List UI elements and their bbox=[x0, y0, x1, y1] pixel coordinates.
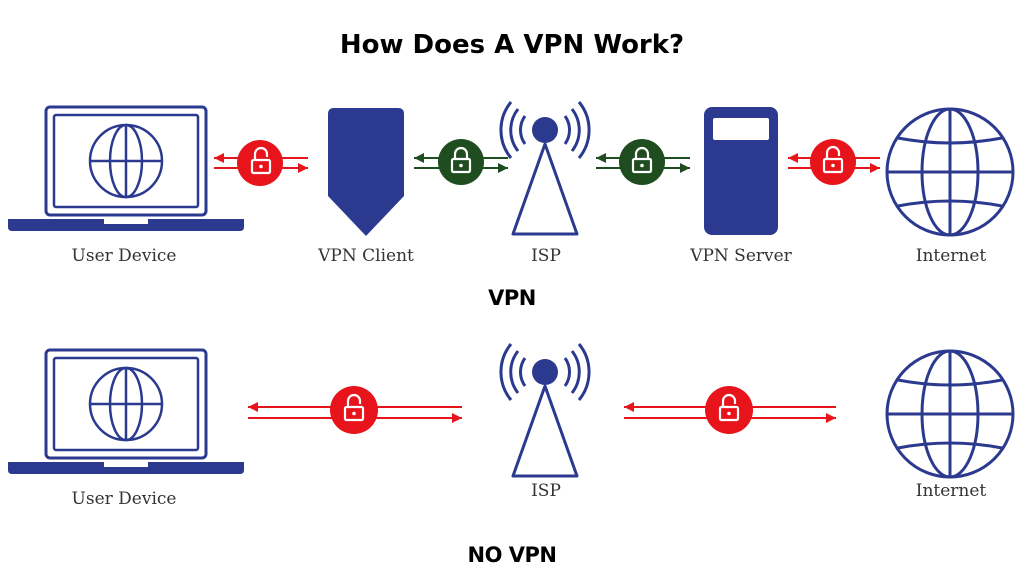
label-isp: ISP bbox=[531, 246, 561, 266]
encrypted-traffic-arrow bbox=[414, 139, 508, 185]
label-vpn-client: VPN Client bbox=[318, 246, 414, 266]
encrypted-traffic-arrow bbox=[596, 139, 690, 185]
label-internet: Internet bbox=[915, 481, 987, 501]
unencrypted-traffic-arrow bbox=[624, 386, 836, 434]
globe-icon bbox=[885, 107, 1015, 237]
globe-icon bbox=[885, 349, 1015, 479]
label-isp: ISP bbox=[531, 481, 561, 501]
section-caption-vpn: VPN bbox=[488, 286, 536, 310]
server-icon bbox=[704, 107, 778, 235]
unencrypted-traffic-arrow bbox=[248, 386, 462, 434]
label-internet: Internet bbox=[915, 246, 987, 266]
antenna-tower-icon bbox=[499, 100, 591, 236]
antenna-tower-icon bbox=[499, 342, 591, 478]
section-caption-no-vpn: NO VPN bbox=[467, 543, 557, 567]
unencrypted-traffic-arrow bbox=[214, 140, 308, 186]
laptop-icon bbox=[6, 348, 246, 476]
unencrypted-traffic-arrow bbox=[788, 139, 880, 185]
label-vpn-server: VPN Server bbox=[690, 246, 792, 266]
shield-icon bbox=[328, 108, 404, 236]
label-user-device: User Device bbox=[71, 489, 177, 509]
label-user-device: User Device bbox=[71, 246, 177, 266]
laptop-icon bbox=[6, 105, 246, 233]
page-title: How Does A VPN Work? bbox=[339, 30, 685, 60]
